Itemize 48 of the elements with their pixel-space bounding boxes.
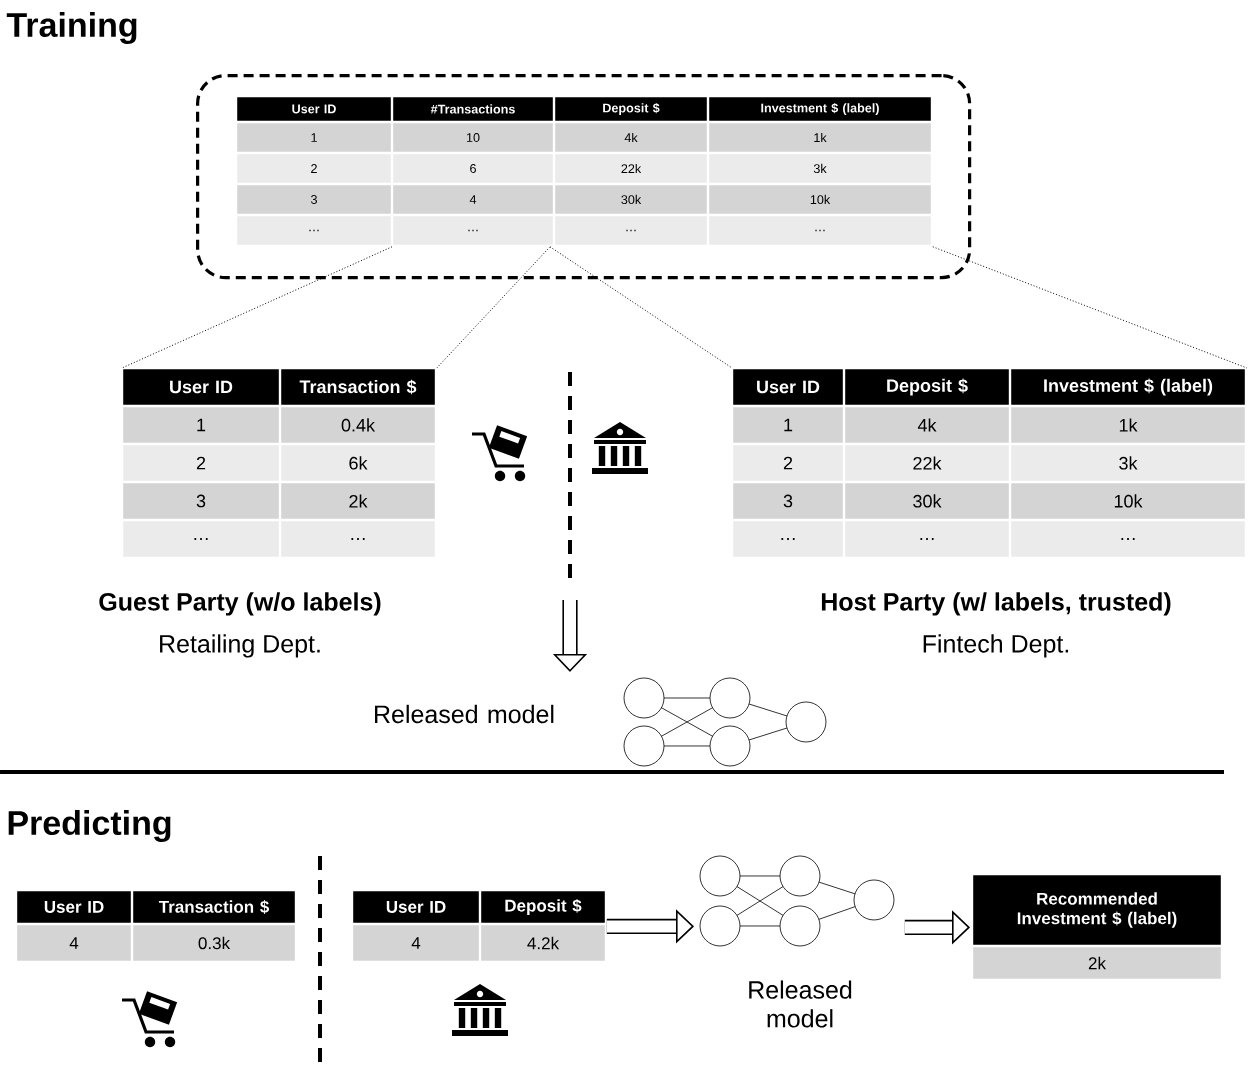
header-cell: Investment $ (label) xyxy=(1011,369,1245,405)
header-cell: Deposit $ xyxy=(845,369,1009,405)
table-cell: 30k xyxy=(845,483,1009,519)
table-cell: 1 xyxy=(733,407,843,443)
table-cell: … xyxy=(845,521,1009,557)
department-name: Fintech Dept. xyxy=(923,634,1069,658)
table-cell: 4k xyxy=(845,407,1009,443)
header-cell: Transaction $ xyxy=(281,369,435,405)
table-cell: 1 xyxy=(123,407,279,443)
header-cell: Deposit $ xyxy=(481,891,605,923)
header-cell: User ID xyxy=(733,369,843,405)
table-cell: 4 xyxy=(17,925,131,961)
table-cell: 3k xyxy=(1011,445,1245,481)
table-cell: 3 xyxy=(733,483,843,519)
table-cell: … xyxy=(1011,521,1245,557)
zoom-line xyxy=(436,246,551,369)
table-cell: … xyxy=(733,521,843,557)
zoom-line xyxy=(549,246,733,369)
table-cell: 1k xyxy=(1011,407,1245,443)
table-cell: 0.3k xyxy=(133,925,295,961)
table-cell: 4 xyxy=(353,925,479,961)
dashed-region xyxy=(196,74,972,280)
model-label: Released model xyxy=(375,704,554,724)
table-cell: 6k xyxy=(281,445,435,481)
zoom-line xyxy=(121,246,393,369)
table-cell: 2 xyxy=(733,445,843,481)
party-name: Guest Party (w/o labels) xyxy=(99,592,381,616)
header-cell: Transaction $ xyxy=(133,891,295,923)
table-cell: 10k xyxy=(1011,483,1245,519)
section-heading: Training xyxy=(6,12,137,44)
header-cell: User ID xyxy=(123,369,279,405)
header-cell: Recommended Investment $ (label) xyxy=(973,875,1221,945)
table-cell: 22k xyxy=(845,445,1009,481)
table-cell: 2 xyxy=(123,445,279,481)
table-cell: 0.4k xyxy=(281,407,435,443)
department-name: Retailing Dept. xyxy=(160,634,320,658)
zoom-line xyxy=(932,246,1248,369)
table-cell: 4.2k xyxy=(481,925,605,961)
header-cell: User ID xyxy=(353,891,479,923)
party-name: Host Party (w/ labels, trusted) xyxy=(821,592,1171,616)
table-cell: … xyxy=(281,521,435,557)
header-cell: User ID xyxy=(17,891,131,923)
table-cell: 3 xyxy=(123,483,279,519)
table-cell: … xyxy=(123,521,279,557)
table-cell: 2k xyxy=(281,483,435,519)
table-cell: 2k xyxy=(973,947,1221,979)
model-label: Released model xyxy=(749,980,852,1028)
section-heading: Predicting xyxy=(8,810,171,842)
